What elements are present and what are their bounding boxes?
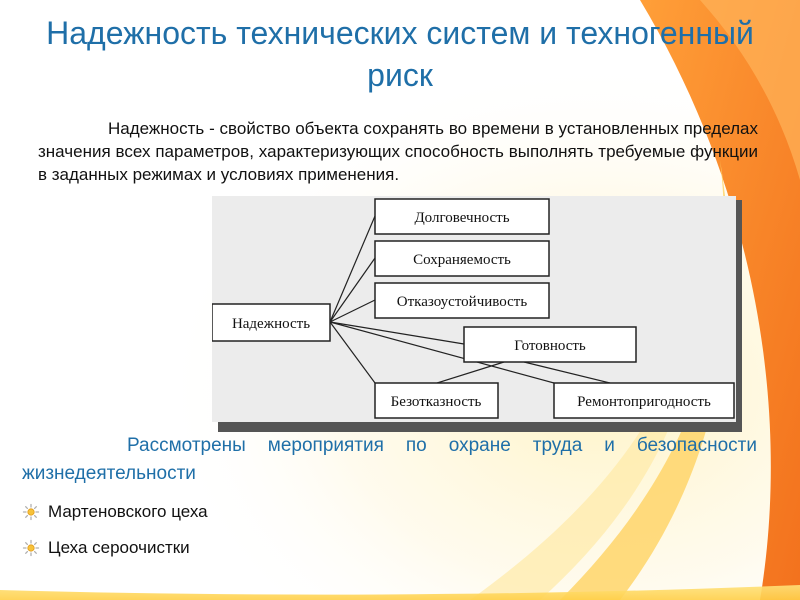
slide-title: Надежность технических систем и техноген… — [46, 15, 754, 93]
considered-paragraph: Рассмотрены мероприятия по охране труда … — [22, 435, 757, 484]
bullet-label: Цеха сероочистки — [48, 538, 190, 557]
reliability-diagram: Надежность Долговечность Сохраняемость О… — [212, 196, 742, 432]
definition-paragraph: Надежность - свойство объекта сохранять … — [38, 119, 758, 184]
node-label-root: Надежность — [232, 316, 310, 332]
node-label-durability: Долговечность — [414, 210, 509, 226]
diagram-node-no-failure: Безотказность — [374, 382, 499, 419]
diagram-node-maintainability: Ремонтопригодность — [553, 382, 735, 419]
bullet-label: Мартеновского цеха — [48, 502, 208, 521]
connector-fault-tolerance — [329, 299, 376, 323]
sun-bullet-icon — [22, 503, 40, 521]
diagram-node-storability: Сохраняемость — [374, 240, 550, 277]
bullet-list: Мартеновского цеха Цеха сероочистки — [22, 494, 208, 566]
connector-availability-maintainability — [523, 361, 611, 384]
node-label-no-failure: Безотказность — [391, 394, 482, 410]
connector-availability-no-failure — [436, 361, 505, 384]
list-item: Цеха сероочистки — [22, 530, 208, 566]
connector-availability — [329, 321, 465, 345]
diagram-node-durability: Долговечность — [374, 198, 550, 235]
list-item: Мартеновского цеха — [22, 494, 208, 530]
diagram-node-availability: Готовность — [463, 326, 637, 363]
node-label-fault-tolerance: Отказоустойчивость — [397, 294, 528, 310]
diagram-node-fault-tolerance: Отказоустойчивость — [374, 282, 550, 319]
connector-storability — [329, 257, 376, 323]
connector-maintainability — [329, 321, 555, 384]
connector-durability — [329, 215, 376, 323]
node-label-storability: Сохраняемость — [413, 252, 511, 268]
diagram-node-root: Надежность — [212, 303, 331, 342]
diagram-connectors — [329, 215, 611, 384]
node-label-availability: Готовность — [514, 338, 586, 354]
sun-bullet-icon — [22, 539, 40, 557]
node-label-maintainability: Ремонтопригодность — [577, 394, 711, 410]
connector-no-failure — [329, 321, 376, 384]
